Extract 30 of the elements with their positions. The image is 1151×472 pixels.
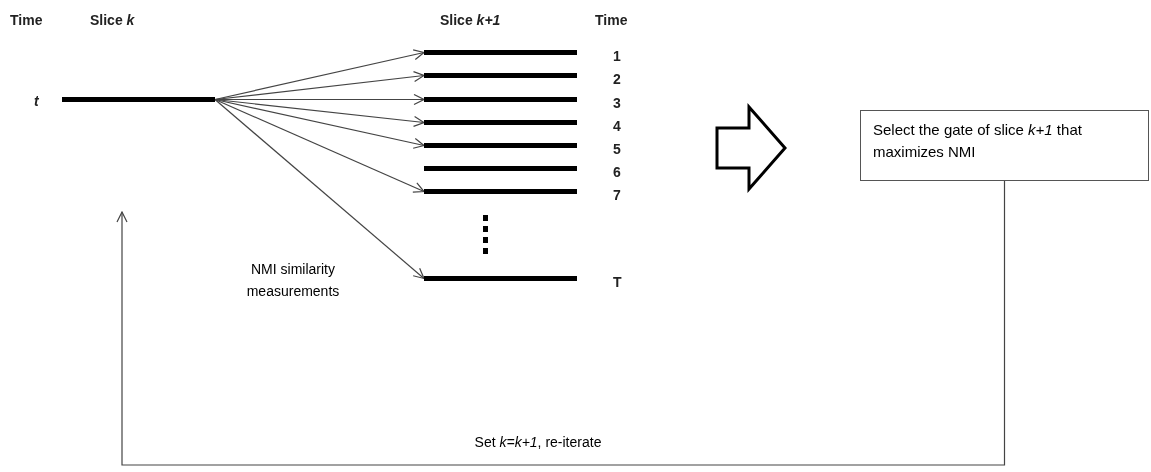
slice-bar [424,73,577,78]
time-index: 3 [613,93,621,113]
arrow [116,180,1006,466]
time-index: 6 [613,162,621,182]
arrow [214,98,425,193]
slice-bar [424,276,577,281]
arrow [214,98,425,149]
box-text: Select the gate of slice k+1 that maximizes NMI [873,120,1083,162]
time-index: 4 [613,116,621,136]
time-index: 5 [613,139,621,159]
process-box [860,110,1149,181]
slice-bar [424,143,577,148]
time-label: t [34,91,39,111]
time-index: T [613,272,622,292]
arrow [214,49,425,101]
annotation-text: NMI similarity measurements [245,260,341,301]
slice-bar [424,50,577,55]
time-index: 1 [613,46,621,66]
column-header: Slice k+1 [440,11,502,30]
time-index: 2 [613,69,621,89]
slice-bar [424,166,577,171]
slice-bar [424,97,577,102]
slice-bar [62,97,215,102]
arrow [214,98,425,280]
column-header: Time [595,11,629,30]
slice-bar [424,189,577,194]
column-header: Slice k [90,11,136,30]
time-index: 7 [613,185,621,205]
column-header: Time [10,11,44,30]
slice-bar [424,120,577,125]
